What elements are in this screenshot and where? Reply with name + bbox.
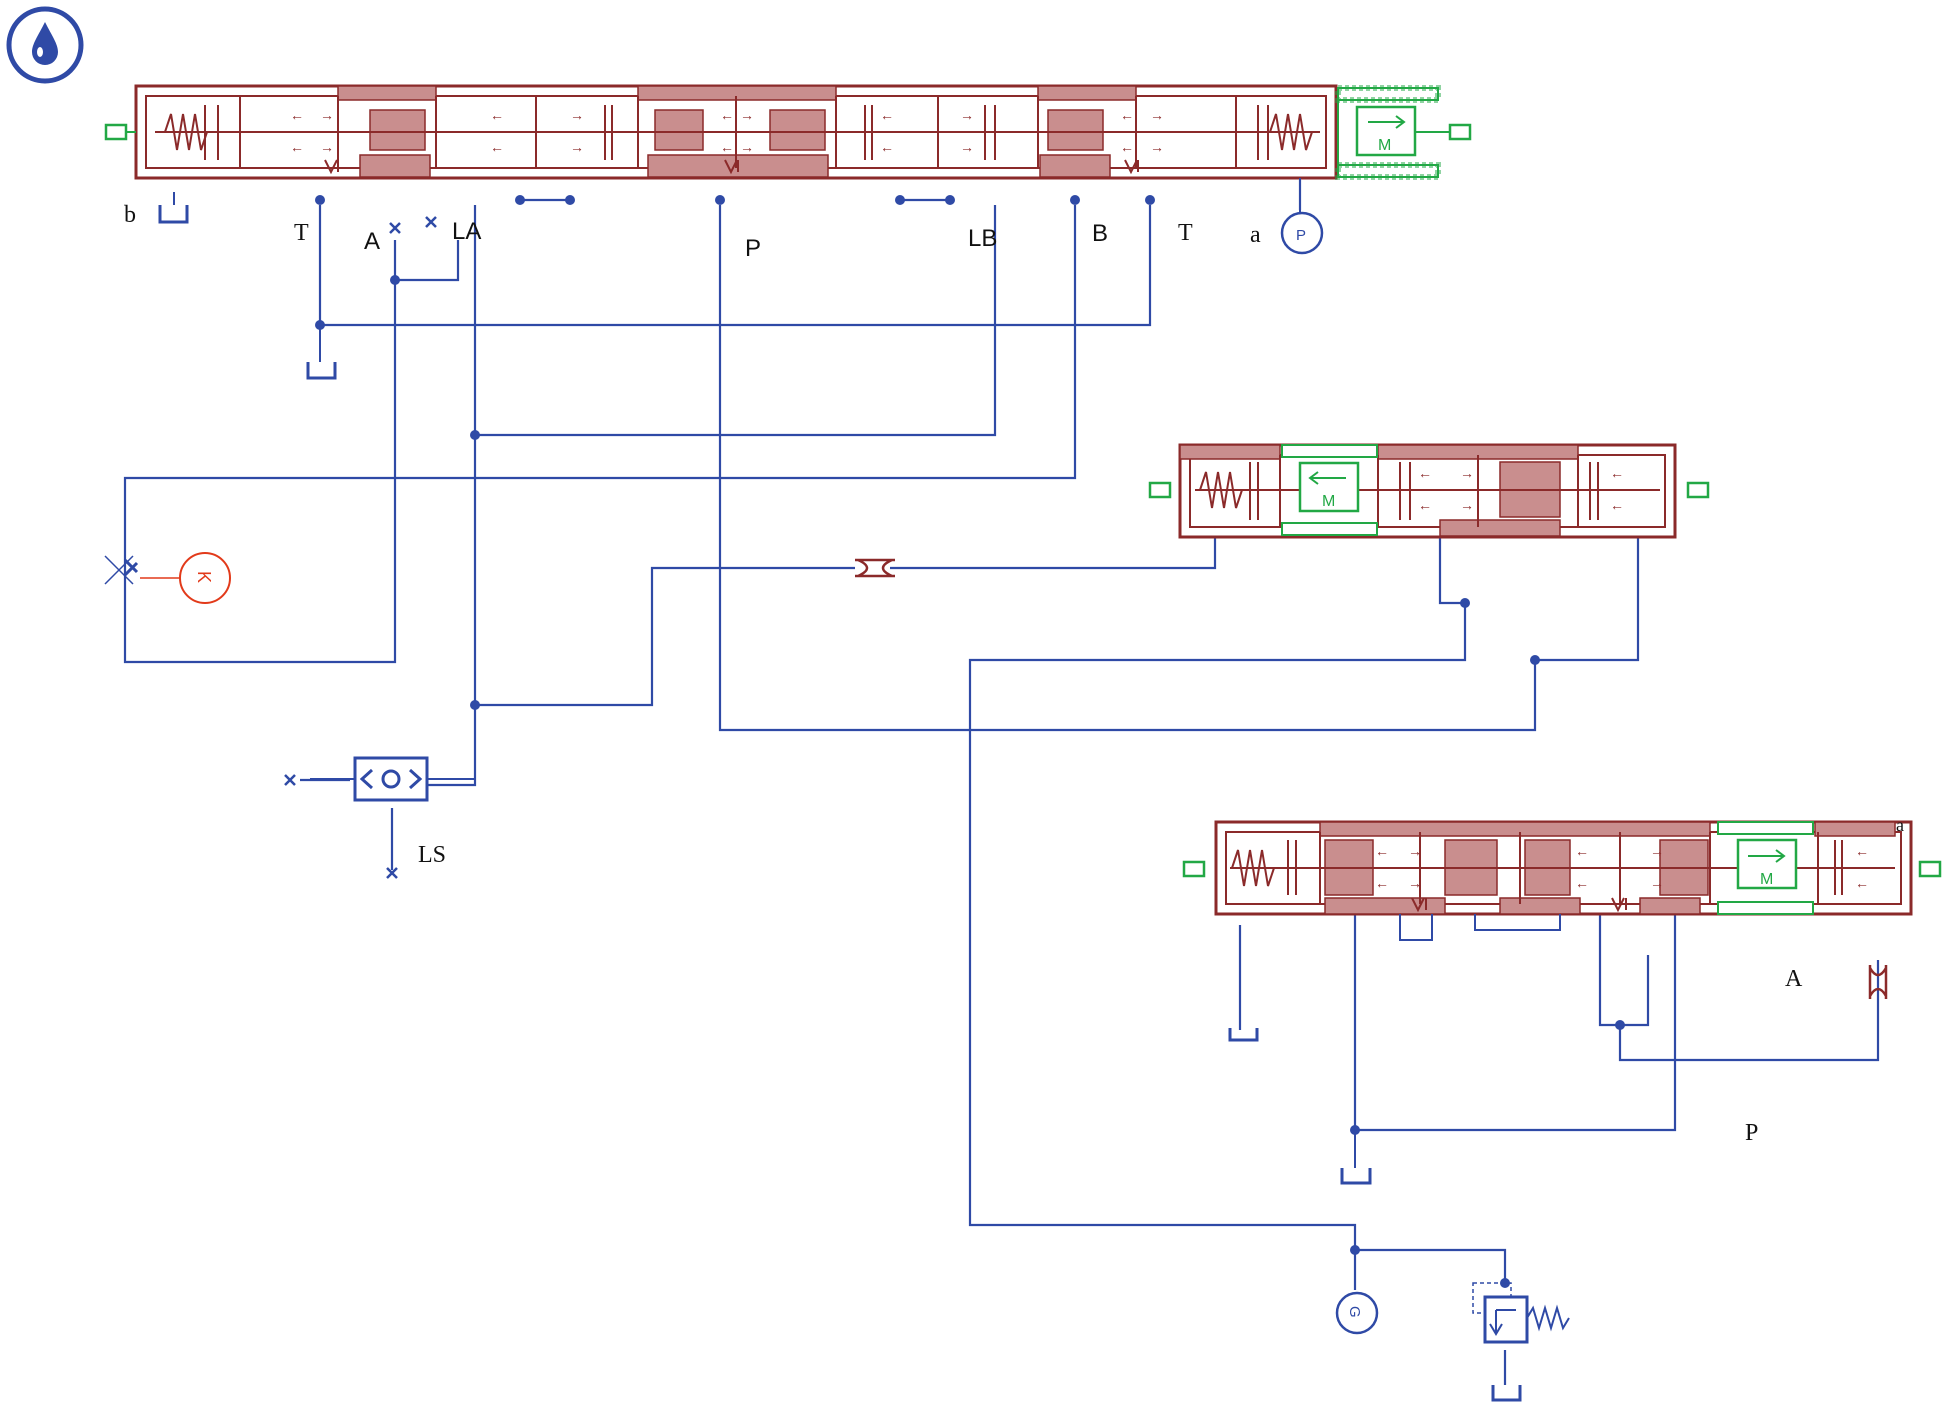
valve1-actuator[interactable]: M xyxy=(1335,85,1472,180)
svg-text:→: → xyxy=(570,139,584,155)
svg-text:←: ← xyxy=(1120,107,1134,123)
svg-text:←: ← xyxy=(1375,843,1389,859)
svg-text:→: → xyxy=(320,139,334,155)
svg-text:←: ← xyxy=(1575,875,1589,891)
svg-text:→: → xyxy=(1650,875,1664,891)
port-label-lb: LB xyxy=(968,225,998,252)
svg-text:K: K xyxy=(194,571,214,583)
k-sensor[interactable]: K xyxy=(104,552,231,604)
relief-valve[interactable] xyxy=(1472,1282,1570,1344)
valve2-body[interactable]: ← → ← → ← ← xyxy=(1178,443,1677,539)
svg-text:←: ← xyxy=(720,107,734,123)
svg-text:→: → xyxy=(1460,465,1474,481)
svg-text:←: ← xyxy=(1375,875,1389,891)
svg-text:←: ← xyxy=(880,107,894,123)
valve1-end-port-left[interactable] xyxy=(104,123,136,141)
valve3-label-p: P xyxy=(1745,1120,1759,1146)
svg-text:→: → xyxy=(570,107,584,123)
port-label-t2: T xyxy=(1178,220,1193,246)
svg-text:M: M xyxy=(1378,137,1391,154)
pressure-gauge[interactable]: G xyxy=(1335,1291,1379,1335)
port-label-la: LA xyxy=(452,218,482,245)
svg-text:←: ← xyxy=(1610,465,1624,481)
svg-text:←: ← xyxy=(290,139,304,155)
svg-text:←: ← xyxy=(490,139,504,155)
svg-text:→: → xyxy=(1408,875,1422,891)
svg-text:←: ← xyxy=(490,107,504,123)
valve3-end-ports[interactable] xyxy=(1182,860,1942,878)
hydraulic-lines xyxy=(123,180,1880,1385)
svg-text:M: M xyxy=(1760,871,1773,888)
throttle-right[interactable] xyxy=(1868,965,1888,999)
svg-text:→: → xyxy=(740,139,754,155)
plug-marks xyxy=(284,216,437,879)
valve2-actuator[interactable]: M xyxy=(1281,444,1378,536)
svg-text:→: → xyxy=(960,107,974,123)
shuttle-valve[interactable] xyxy=(310,756,475,802)
svg-text:←: ← xyxy=(1855,843,1869,859)
svg-text:←: ← xyxy=(720,139,734,155)
throttle-middle[interactable] xyxy=(855,558,895,578)
svg-text:←: ← xyxy=(1610,497,1624,513)
valve1-body[interactable]: ← → ← → ← → ← → ← → ← → ← → ← → ← → ← → xyxy=(134,84,1338,180)
port-label-t1: T xyxy=(294,220,309,246)
hydraulic-drop-icon[interactable] xyxy=(6,6,84,84)
port-label-a-small: a xyxy=(1250,222,1261,248)
svg-text:→: → xyxy=(740,107,754,123)
svg-text:→: → xyxy=(960,139,974,155)
port-label-p: P xyxy=(745,235,762,262)
svg-text:←: ← xyxy=(1855,875,1869,891)
svg-text:→: → xyxy=(1150,139,1164,155)
valve2-end-ports[interactable] xyxy=(1148,481,1710,499)
tank-symbols xyxy=(158,205,1522,1402)
svg-text:←: ← xyxy=(1418,497,1432,513)
svg-text:←: ← xyxy=(1575,843,1589,859)
valve3-body[interactable]: ← → ← → ← → ← → ← ← xyxy=(1214,820,1913,941)
svg-text:←: ← xyxy=(1418,465,1432,481)
svg-text:←: ← xyxy=(880,139,894,155)
svg-text:G: G xyxy=(1346,1306,1363,1318)
svg-text:→: → xyxy=(320,107,334,123)
port-label-b-main: B xyxy=(1092,220,1109,247)
valve3-label-a-small: a xyxy=(1896,815,1904,835)
port-label-a: A xyxy=(364,228,381,255)
svg-text:→: → xyxy=(1460,497,1474,513)
svg-text:←: ← xyxy=(290,107,304,123)
svg-text:→: → xyxy=(1650,843,1664,859)
junction-dots xyxy=(315,195,1625,1288)
svg-text:→: → xyxy=(1150,107,1164,123)
svg-text:M: M xyxy=(1322,493,1335,510)
valve3-actuator[interactable]: M xyxy=(1717,821,1814,915)
valve3-label-a: A xyxy=(1785,966,1803,992)
pressure-source[interactable]: P xyxy=(1280,178,1324,255)
svg-text:→: → xyxy=(1408,843,1422,859)
shuttle-label-ls: LS xyxy=(418,842,447,868)
svg-text:←: ← xyxy=(1120,139,1134,155)
tank-leads xyxy=(173,192,1356,1168)
port-label-b: b xyxy=(124,202,136,228)
svg-text:P: P xyxy=(1296,227,1306,244)
